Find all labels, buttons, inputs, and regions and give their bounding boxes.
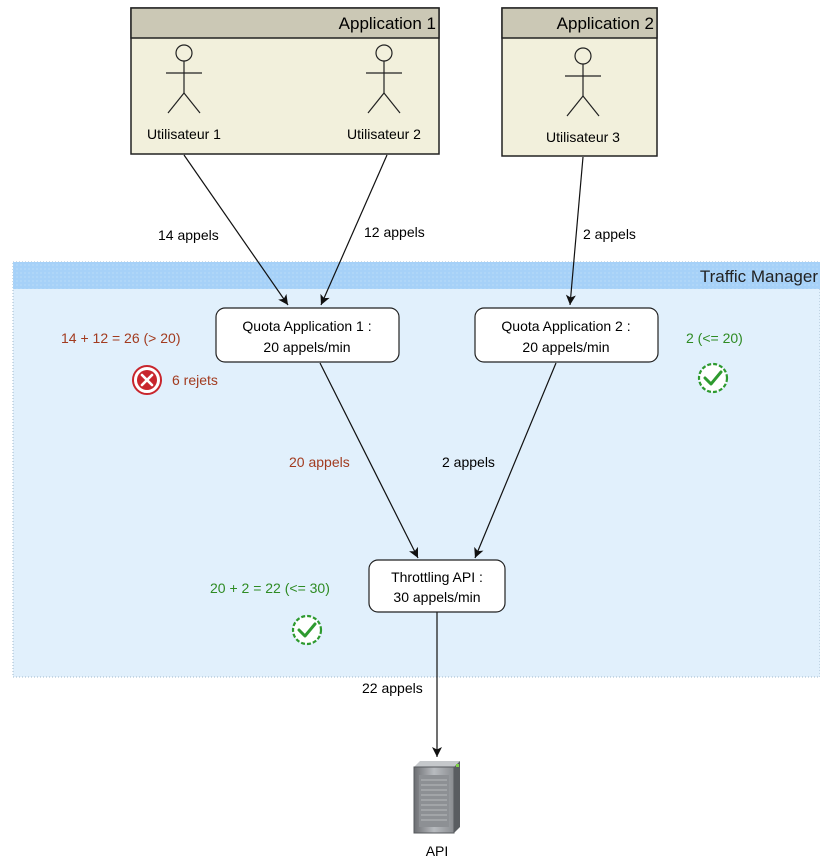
quota-1-calculation: 14 + 12 = 26 (> 20) [61, 330, 180, 346]
check-icon-throttle [291, 614, 323, 646]
quota-application-2-node: Quota Application 2 : 20 appels/min [474, 307, 659, 363]
throttle-calculation: 20 + 2 = 22 (<= 30) [210, 580, 330, 596]
edges [183, 154, 584, 757]
user-2-label: Utilisateur 2 [347, 126, 421, 142]
edge-user1-quota1 [183, 154, 289, 306]
throttling-api-node: Throttling API : 30 appels/min [368, 559, 506, 613]
traffic-manager-title: Traffic Manager [700, 267, 818, 286]
edge-label-user1: 14 appels [158, 227, 219, 243]
quota-1-line1: Quota Application 1 : [242, 318, 371, 334]
application-1-box: Application 1 Utilisateur 1 Utilisateur … [130, 7, 440, 155]
quota-1-rejects: 6 rejets [172, 372, 218, 388]
quota-1-line2: 20 appels/min [263, 339, 350, 355]
check-icon-quota-2 [697, 362, 729, 394]
edge-label-quota1: 20 appels [289, 454, 350, 470]
quota-application-1-node: Quota Application 1 : 20 appels/min [215, 307, 400, 363]
user-1-actor-icon [166, 44, 202, 114]
user-3-label: Utilisateur 3 [546, 129, 620, 145]
user-1-label: Utilisateur 1 [147, 126, 221, 142]
edge-user2-quota1 [320, 154, 388, 306]
throttling-line2: 30 appels/min [393, 589, 480, 605]
application-1-title: Application 1 [339, 14, 436, 33]
edge-label-user3: 2 appels [583, 226, 636, 242]
quota-2-line1: Quota Application 2 : [501, 318, 630, 334]
edge-quota2-throttle [474, 362, 557, 559]
user-2-actor-icon [366, 44, 402, 114]
edge-label-quota2: 2 appels [442, 454, 495, 470]
traffic-manager-container: Traffic Manager [12, 261, 820, 678]
edge-label-user2: 12 appels [364, 224, 425, 240]
throttling-line1: Throttling API : [391, 569, 483, 585]
user-3-actor-icon [565, 47, 601, 117]
quota-2-line2: 20 appels/min [522, 339, 609, 355]
api-label: API [426, 843, 449, 859]
reject-icon [132, 365, 162, 395]
server-icon [413, 761, 460, 834]
edge-quota1-throttle [319, 362, 419, 559]
edge-label-api: 22 appels [362, 680, 423, 696]
application-2-box: Application 2 Utilisateur 3 [501, 7, 658, 157]
quota-2-calculation: 2 (<= 20) [686, 330, 743, 346]
application-2-title: Application 2 [557, 14, 654, 33]
edge-user3-quota2 [565, 156, 584, 306]
